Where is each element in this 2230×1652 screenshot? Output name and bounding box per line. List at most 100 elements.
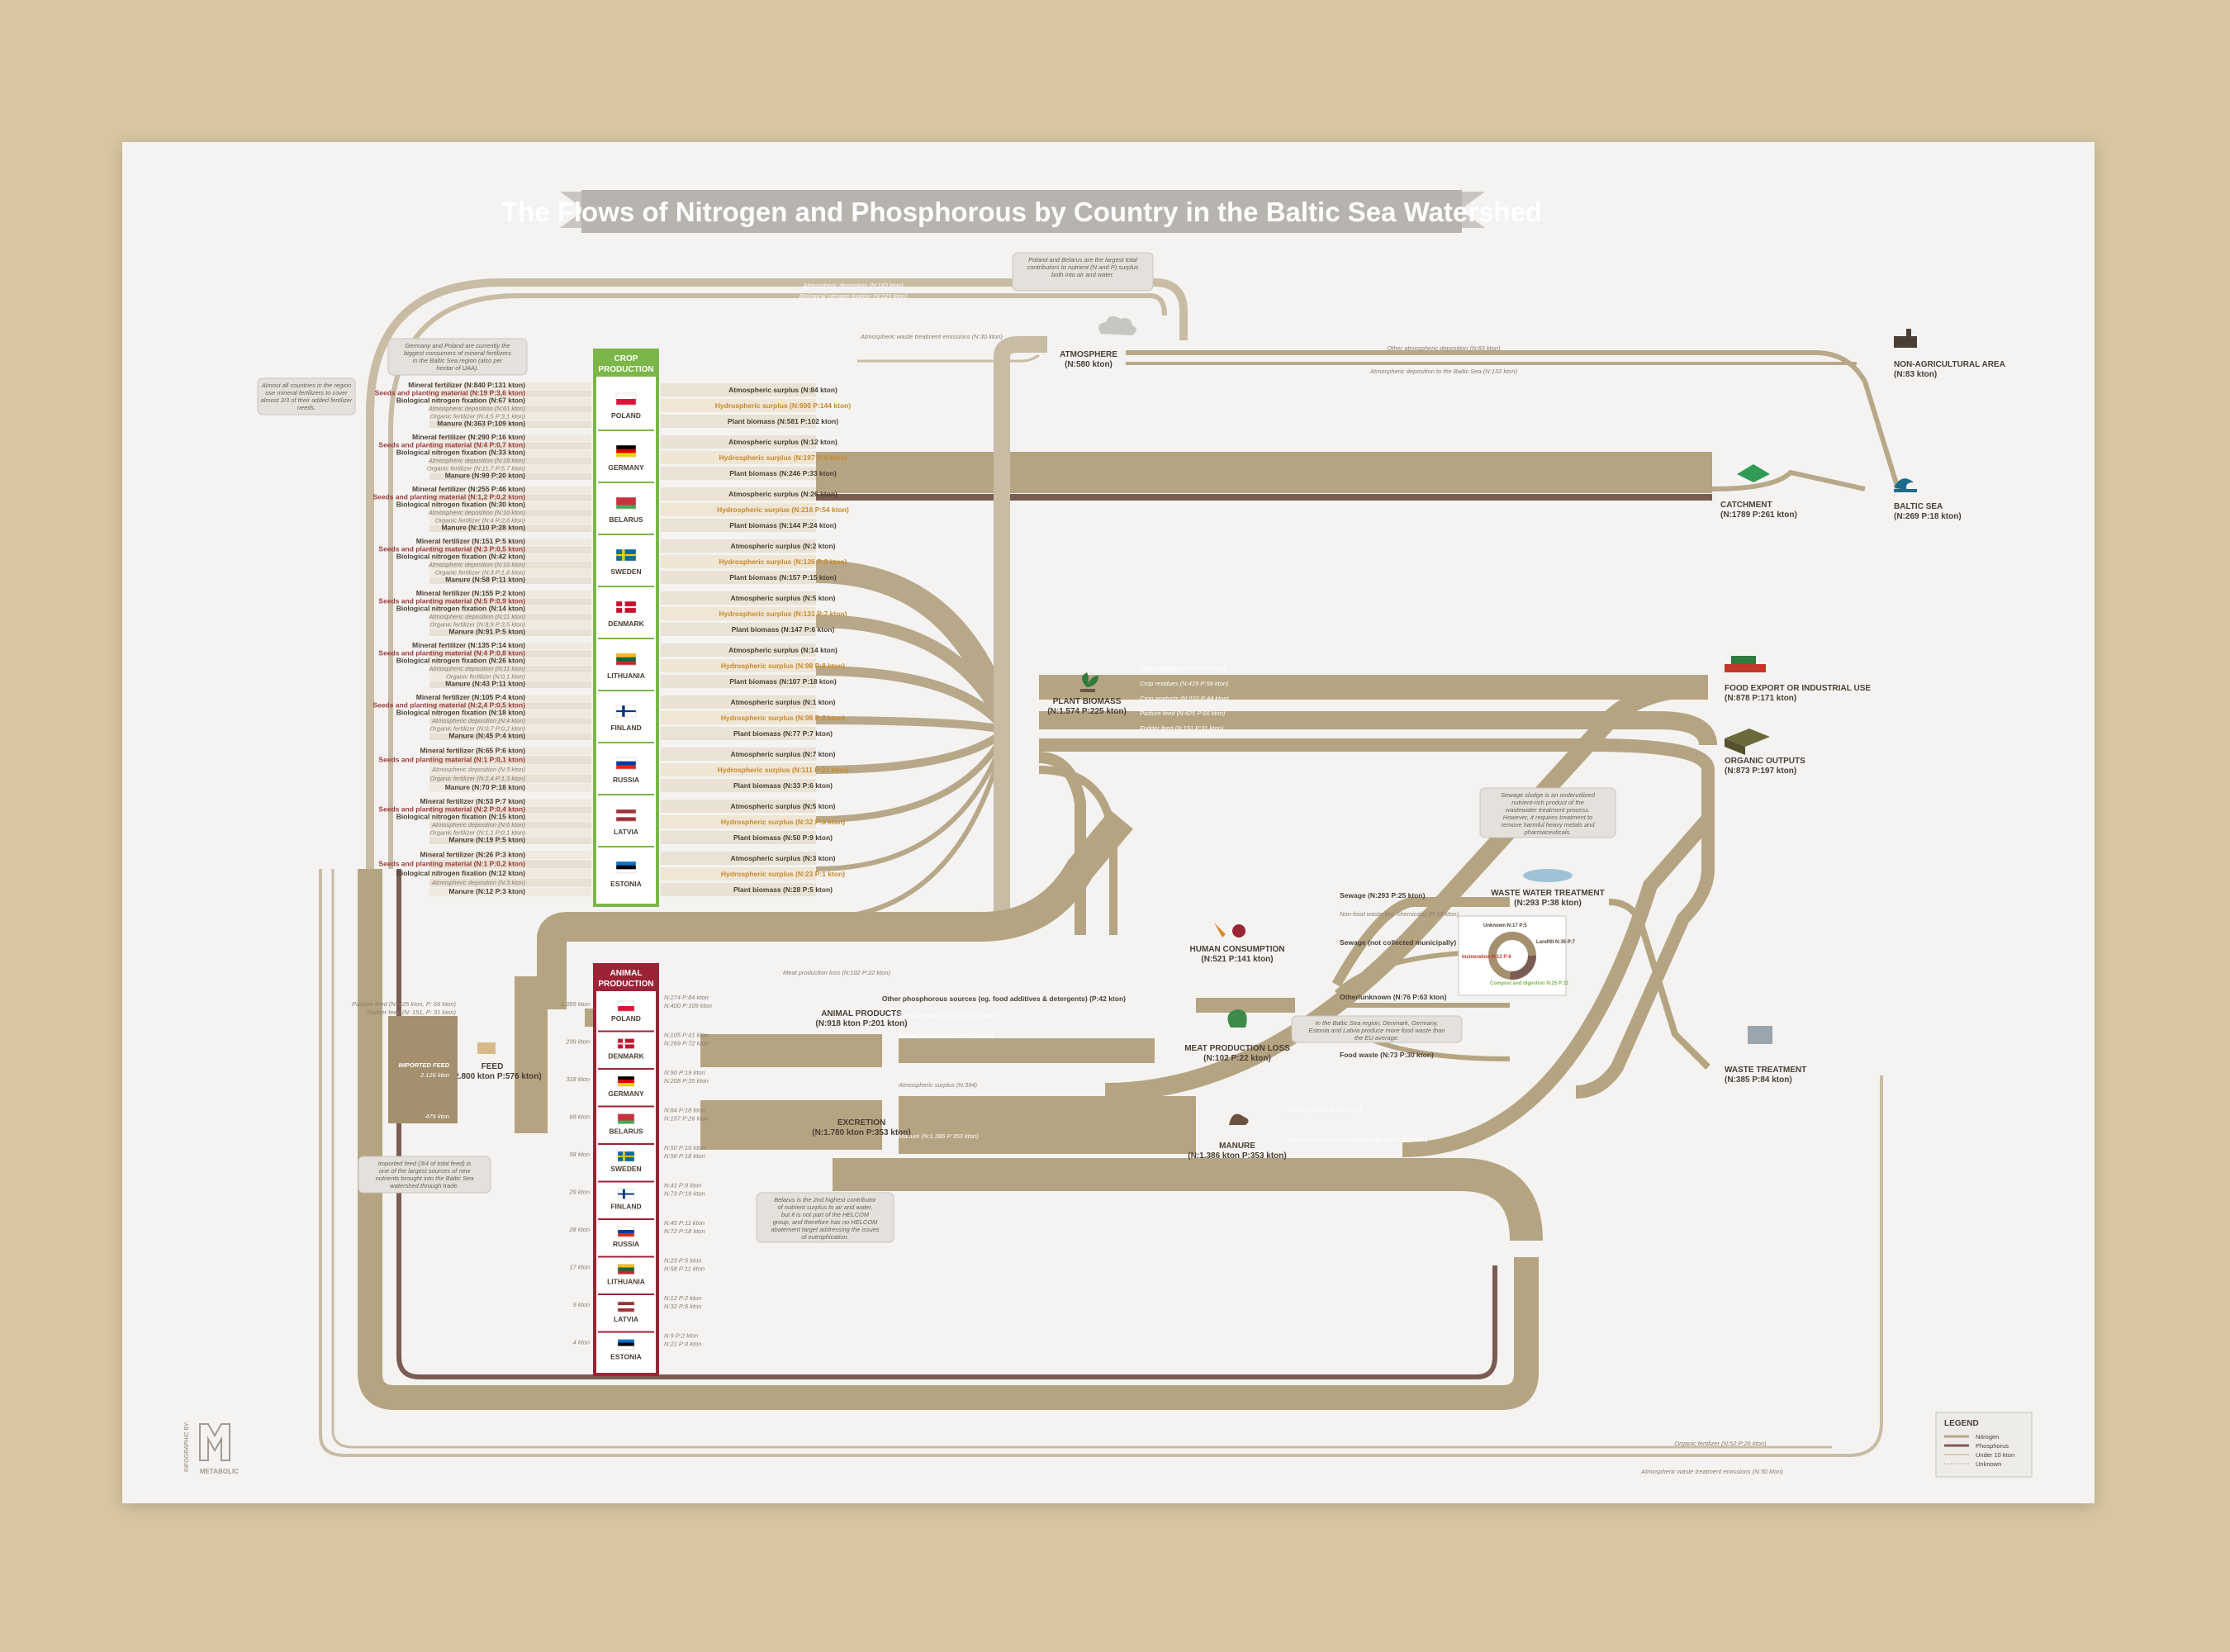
crop-input-band xyxy=(429,657,591,665)
node-atmosphere: ATMOSPHERE (N:580 kton) xyxy=(1060,316,1136,369)
legend-item-label: Under 10 kton xyxy=(1976,1451,2014,1459)
manure-value: (N:1.386 kton P:353 kton) xyxy=(1188,1151,1286,1161)
crop-input-label: Atmospheric deposition (N:6 kton) xyxy=(431,821,525,828)
cloud-icon xyxy=(1098,316,1136,335)
crop-input-band xyxy=(429,397,591,405)
crop-input-label: Atmospheric deposition (N:3 kton) xyxy=(431,766,525,773)
crop-input-band xyxy=(429,837,591,844)
crop-input-band xyxy=(429,442,591,449)
crop-country-name: RUSSIA xyxy=(613,776,639,784)
sweden-flag-icon xyxy=(615,548,637,562)
excretion-value: (N:1.780 kton P:353 kton) xyxy=(812,1128,910,1137)
metabolic-logo-icon xyxy=(199,1423,230,1461)
crop-header-2: PRODUCTION xyxy=(598,365,653,374)
crop-input-label: Biological nitrogen fixation (N:12 kton) xyxy=(396,869,525,877)
flow-atm-dep-top: Atmospheric deposition (N:180 kton) xyxy=(802,282,904,289)
meat-loss-label: MEAT PRODUCTION LOSS xyxy=(1184,1044,1290,1053)
crop-input-band xyxy=(429,806,591,814)
animal-production-column: ANIMAL PRODUCTION POLANDDENMARKGERMANYBE… xyxy=(593,963,659,1376)
crop-output-band xyxy=(661,815,816,828)
crop-input-label: Atmospheric deposition (N:3 kton) xyxy=(431,879,525,886)
crop-input-band xyxy=(429,591,591,598)
annotation-notes: Poland and Belarus are the largest total… xyxy=(257,252,1616,1243)
animal-output-label: N:9 P:2 kton xyxy=(664,1332,698,1340)
flow-other-atm: Other atmospheric deposition (N:83 kton) xyxy=(1387,344,1501,352)
animal-header: ANIMAL xyxy=(610,969,643,978)
animal-output-label: N:73 P:19 kton xyxy=(664,1190,705,1198)
crop-output-label: Atmospheric surplus (N:14 kton) xyxy=(728,646,837,654)
pie-item-label: Unknown N:17 P:5 xyxy=(1483,923,1527,928)
finland-flag-icon xyxy=(615,705,637,718)
animal-output-label: N:90 P:19 kton xyxy=(664,1069,705,1076)
crop-input-band xyxy=(429,420,591,428)
crop-input-label: Atmospheric deposition (N:11 kton) xyxy=(428,665,525,672)
crop-input-label: Organic fertilizer (N:0,7 P:0,2 kton) xyxy=(430,724,526,732)
animal-output-label: N:400 P:109 kton xyxy=(664,1002,712,1009)
title-banner: The Flows of Nitrogen and Phosphorous by… xyxy=(501,190,1542,233)
crop-input-label: Organic fertilizer (N:4,5 P:3,1 kton) xyxy=(430,412,526,420)
crop-input-label: Manure (N:58 P:11 kton) xyxy=(445,576,525,584)
credit-line: INFOGRAPHIC BY: xyxy=(184,1421,190,1472)
crop-output-band xyxy=(661,883,816,896)
crop-input-label: Mineral fertilizer (N:255 P:46 kton) xyxy=(412,485,525,493)
crop-output-label: Plant biomass (N:107 P:18 kton) xyxy=(729,677,837,686)
crop-output-band xyxy=(661,867,816,881)
crop-input-label: Mineral fertilizer (N:53 P:7 kton) xyxy=(420,797,525,805)
crop-output-band xyxy=(661,727,816,740)
legend-title: LEGEND xyxy=(1944,1419,1979,1428)
animal-country-name: LITHUANIA xyxy=(607,1278,645,1286)
crop-input-label: Mineral fertilizer (N:155 P:2 kton) xyxy=(416,589,525,597)
estonia-flag-icon xyxy=(615,861,637,874)
animal-input-label: 28 kton xyxy=(568,1226,590,1233)
plant-flow-label: Fodder feed (N:151 P:31 kton) xyxy=(1140,724,1224,732)
crop-input-band xyxy=(429,765,591,774)
crop-output-band xyxy=(661,675,816,688)
crop-input-label: Biological nitrogen fixation (N:14 kton) xyxy=(396,605,525,613)
crop-input-band xyxy=(429,434,591,442)
crop-input-band xyxy=(429,517,591,525)
node-meat-loss: MEAT PRODUCTION LOSS (N:102 P:22 kton) xyxy=(1184,1009,1290,1063)
crop-output-label: Hydrospheric surplus (N:216 P:54 kton) xyxy=(717,506,849,514)
crop-output-band xyxy=(661,623,816,636)
crop-header: CROP xyxy=(614,354,638,363)
note-food-waste: In the Baltic Sea region, Denmark, Germa… xyxy=(1291,1015,1463,1043)
crop-output-label: Hydrospheric surplus (N:197 P:9 kton) xyxy=(719,453,847,462)
animal-output-label: N:72 P:18 kton xyxy=(664,1227,705,1235)
node-catchment: CATCHMENT (N:1789 P:261 kton) xyxy=(1720,464,1797,520)
animal-header-2: PRODUCTION xyxy=(598,980,653,989)
imported-feed-value: 2.126 kton xyxy=(420,1071,449,1079)
treatment-plant-icon xyxy=(1523,869,1573,882)
plant-flow-label: Crop products (N:255 P:5 kton) xyxy=(1140,665,1226,672)
crop-input-band xyxy=(429,562,591,569)
pie-item-label: Incineration N:12 P:6 xyxy=(1462,955,1511,960)
crop-input-band xyxy=(429,878,591,887)
crop-country-list: POLANDGERMANYBELARUSSWEDENDENMARKLITHUAN… xyxy=(598,392,654,888)
belarus-flag-icon xyxy=(617,1113,635,1124)
node-feed: FEED (N:2.800 kton P:576 kton) xyxy=(443,1042,542,1081)
human-flow-label: Food waste (N:73 P:30 kton) xyxy=(1340,1051,1434,1059)
human-flow-label: Sewage (N:293 P:25 kton) xyxy=(1340,891,1426,900)
plant-flow-labels: Crop products (N:255 P:5 kton) Crop resid… xyxy=(1140,665,1229,732)
flow-organic-fert: Organic fertilizer (N:52 P:26 kton) xyxy=(1674,1440,1767,1447)
crop-input-label: Mineral fertilizer (N:26 P:3 kton) xyxy=(420,850,525,858)
crop-input-band xyxy=(429,614,591,621)
animal-products-value: (N:918 kton P:201 kton) xyxy=(815,1019,907,1028)
crop-input-label: Seeds and planting material (N:3 P:0,5 k… xyxy=(378,544,525,553)
baltic-label: BALTIC SEA xyxy=(1894,502,1943,511)
flow-labels: Atmospheric deposition (N:180 kton) Biol… xyxy=(783,282,1783,1475)
node-wwt: WASTE WATER TREATMENT (N:293 P:38 kton) xyxy=(1491,869,1605,908)
crop-output-label: Atmospheric surplus (N:12 kton) xyxy=(728,438,837,446)
germany-flag-icon xyxy=(615,444,637,458)
crop-output-label: Hydrospheric surplus (N:690 P:144 kton) xyxy=(715,401,852,410)
crop-output-band xyxy=(661,831,816,844)
russia-flag-icon xyxy=(615,757,637,770)
plant-flow-label: Crop residues (N:419 P:59 kton) xyxy=(1140,680,1229,687)
food-icon xyxy=(1232,924,1245,938)
node-animal-products: ANIMAL PRODUCTS (N:918 kton P:201 kton) xyxy=(815,1009,907,1028)
animal-output-label: N:50 P:10 kton xyxy=(664,1144,705,1151)
